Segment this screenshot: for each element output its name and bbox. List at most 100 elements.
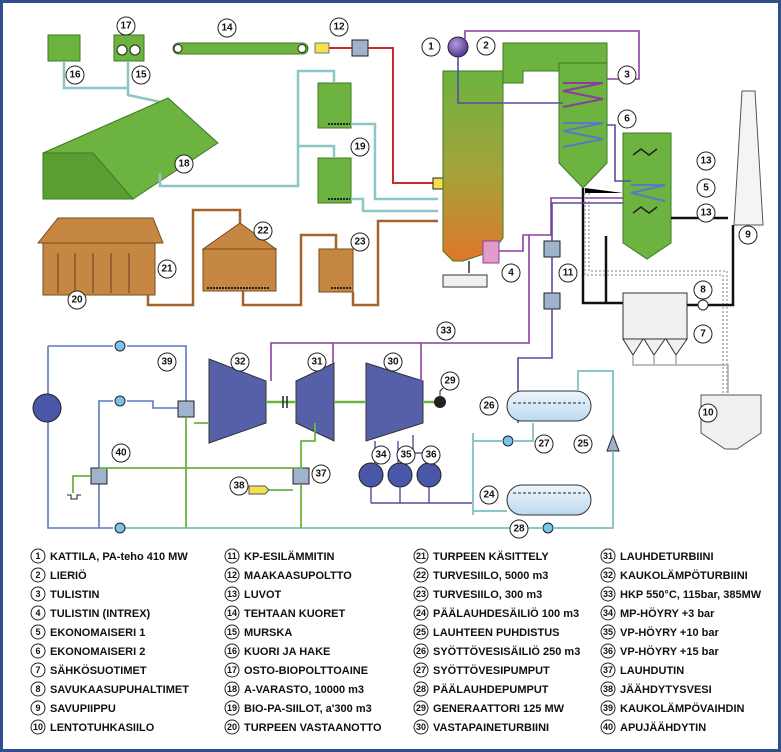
legend-number: 14 xyxy=(227,608,237,618)
generator-lead-icon xyxy=(439,387,444,396)
legend-badge xyxy=(224,662,240,678)
biofuel-feed-line xyxy=(158,69,438,213)
legend-number: 26 xyxy=(416,646,426,656)
condenser-exchanger xyxy=(292,467,310,485)
legend-badge xyxy=(413,624,429,640)
feedwater-return-line xyxy=(517,202,623,423)
legend-badge xyxy=(30,548,46,564)
legend-badge xyxy=(600,586,616,602)
legend-badge xyxy=(224,605,240,621)
biofuel-storage-shade xyxy=(42,152,135,200)
legend-number: 30 xyxy=(416,722,426,732)
legend-number: 37 xyxy=(603,665,613,675)
main-condensate-tank xyxy=(506,484,592,516)
legend-label: TURPEEN KÄSITTELY xyxy=(433,550,549,563)
callout-11: 11 xyxy=(563,268,574,279)
callout-9: 9 xyxy=(745,230,751,241)
boiler-top-duct xyxy=(502,42,608,84)
legend-label: MURSKA xyxy=(244,627,292,639)
legend-label: KUORI JA HAKE xyxy=(244,646,330,658)
legend-number: 24 xyxy=(416,608,426,618)
legend-label: LAUHDETURBIINI xyxy=(620,551,714,563)
callout-32: 32 xyxy=(234,357,246,368)
callout-12: 12 xyxy=(333,22,345,33)
peat-silo-small xyxy=(318,248,354,293)
legend-label: LAUHDUTIN xyxy=(620,665,684,677)
legend-label: LAUHTEEN PUHDISTUS xyxy=(433,627,560,639)
cooling-water-line xyxy=(72,417,316,528)
legend-number: 9 xyxy=(35,703,40,713)
condensate-pump-icon xyxy=(542,522,554,534)
legend-number: 3 xyxy=(35,589,40,599)
legend-badge xyxy=(224,700,240,716)
callout-17: 17 xyxy=(120,21,132,32)
peat-reception-building xyxy=(42,242,156,296)
legend-badge xyxy=(600,605,616,621)
peat-silo-large xyxy=(202,248,277,292)
bark-conveyor xyxy=(172,42,309,55)
legend-badge xyxy=(224,624,240,640)
hp-preheater-lower xyxy=(543,292,561,310)
aux-cooler-exchanger xyxy=(90,467,108,485)
legend-badge xyxy=(224,548,240,564)
legend-label: VASTAPAINETURBIINI xyxy=(433,722,549,734)
legend-label: LIERIÖ xyxy=(50,569,87,582)
bio-silo-lower xyxy=(317,157,352,204)
callout-10: 10 xyxy=(702,408,714,419)
legend-label: KP-ESILÄMMITIN xyxy=(244,550,334,563)
legend-number: 4 xyxy=(35,608,40,618)
legend-badge xyxy=(30,662,46,678)
legend-number: 38 xyxy=(603,684,613,694)
legend-label: EKONOMAISERI 1 xyxy=(50,627,145,639)
legend-label: KAUKOLÄMPÖVAIHDIN xyxy=(620,702,745,715)
legend-badge xyxy=(30,681,46,697)
condensate-polishing-icon xyxy=(606,433,620,452)
legend-label: BIO-PA-SIILOT, a'300 m3 xyxy=(244,703,372,715)
legend-number: 35 xyxy=(603,627,613,637)
legend-number: 10 xyxy=(33,722,43,732)
legend-number: 32 xyxy=(603,570,613,580)
callout-36: 36 xyxy=(425,450,437,461)
pump-icon xyxy=(114,395,126,407)
callouts: 1 2 3 4 5 6 7 8 9 10 11 12 13 13 14 15 1… xyxy=(65,16,758,539)
legend-number: 31 xyxy=(603,551,613,561)
callout-24: 24 xyxy=(483,490,495,501)
condensate-lines xyxy=(123,370,614,529)
district-heat-consumer-icon xyxy=(32,393,62,423)
callout-7: 7 xyxy=(700,329,706,340)
legend-badge xyxy=(600,548,616,564)
legend-number: 6 xyxy=(35,646,40,656)
callout-20: 20 xyxy=(71,295,83,306)
steam-drum-icon xyxy=(447,36,469,58)
legend-number: 13 xyxy=(227,589,237,599)
callout-13b: 13 xyxy=(700,208,712,219)
legend-badge xyxy=(600,624,616,640)
legend-number: 27 xyxy=(416,665,426,675)
legend-badge xyxy=(224,586,240,602)
legend-badge xyxy=(224,567,240,583)
legend-label: KATTILA, PA-teho 410 MW xyxy=(50,551,188,563)
legend-number: 8 xyxy=(35,684,40,694)
legend-label: TULISTIN (INTREX) xyxy=(50,608,151,620)
esp-hopper xyxy=(622,338,644,356)
callout-15: 15 xyxy=(135,70,147,81)
esp-hopper xyxy=(665,338,688,356)
callout-18: 18 xyxy=(178,159,190,170)
callout-34: 34 xyxy=(375,450,387,461)
gas-burner-icon xyxy=(432,177,445,190)
feedwater-tank xyxy=(506,390,592,422)
drain-symbol xyxy=(67,494,81,500)
legend-number: 15 xyxy=(227,627,237,637)
legend-label: PÄÄLAUHDEPUMPUT xyxy=(433,683,549,696)
callout-37: 37 xyxy=(315,469,327,480)
legend-number: 33 xyxy=(603,589,613,599)
flue-gas-fan-icon xyxy=(697,299,709,311)
hp-preheater-upper xyxy=(543,240,561,258)
legend-badge xyxy=(600,567,616,583)
legend-number: 1 xyxy=(35,551,40,561)
legend-badge xyxy=(600,662,616,678)
fan-to-stack-line xyxy=(687,225,735,307)
legend-badge xyxy=(30,719,46,735)
callout-1: 1 xyxy=(428,42,434,53)
legend-label: MP-HÖYRY +3 bar xyxy=(620,607,715,620)
